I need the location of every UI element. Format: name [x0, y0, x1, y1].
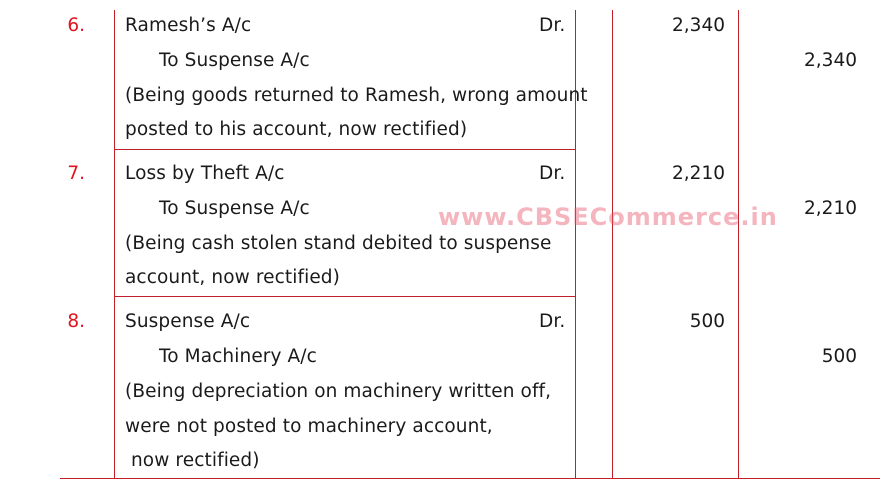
narration-line-2: were not posted to machinery account,	[125, 416, 493, 437]
credit-amount: 2,340	[804, 50, 857, 71]
debit-account: Ramesh’s A/c	[125, 15, 252, 36]
column-divider-lf-debit	[612, 10, 613, 479]
entry-serial-number: 8.	[67, 311, 85, 332]
credit-amount: 2,210	[804, 198, 857, 219]
dr-marker: Dr.	[539, 163, 566, 184]
entry-separator-6-7	[114, 149, 576, 150]
site-watermark: www.CBSECommerce.in	[438, 203, 778, 231]
credit-account: To Suspense A/c	[159, 50, 310, 71]
narration-line-1: (Being depreciation on machinery written…	[125, 381, 552, 402]
debit-amount: 500	[689, 311, 725, 332]
narration-line-1: (Being cash stolen stand debited to susp…	[125, 233, 552, 254]
debit-amount: 2,340	[672, 15, 725, 36]
dr-marker: Dr.	[539, 311, 566, 332]
column-divider-debit-credit	[738, 10, 739, 479]
entry-serial-number: 7.	[67, 163, 85, 184]
debit-account: Loss by Theft A/c	[125, 163, 285, 184]
table-bottom-rule	[60, 478, 880, 479]
column-divider-date-particulars	[114, 10, 115, 479]
debit-amount: 2,210	[672, 163, 725, 184]
narration-line-2: posted to his account, now rectified)	[125, 119, 468, 140]
credit-account: To Machinery A/c	[159, 346, 317, 367]
narration-line-3: now rectified)	[125, 450, 260, 471]
dr-marker: Dr.	[539, 15, 566, 36]
entry-serial-number: 6.	[67, 15, 85, 36]
credit-amount: 500	[821, 346, 857, 367]
narration-line-1: (Being goods returned to Ramesh, wrong a…	[125, 85, 588, 106]
entry-separator-7-8	[114, 296, 576, 297]
credit-account: To Suspense A/c	[159, 198, 310, 219]
debit-account: Suspense A/c	[125, 311, 251, 332]
narration-line-2: account, now rectified)	[125, 267, 340, 288]
column-divider-particulars-lf	[575, 10, 576, 479]
